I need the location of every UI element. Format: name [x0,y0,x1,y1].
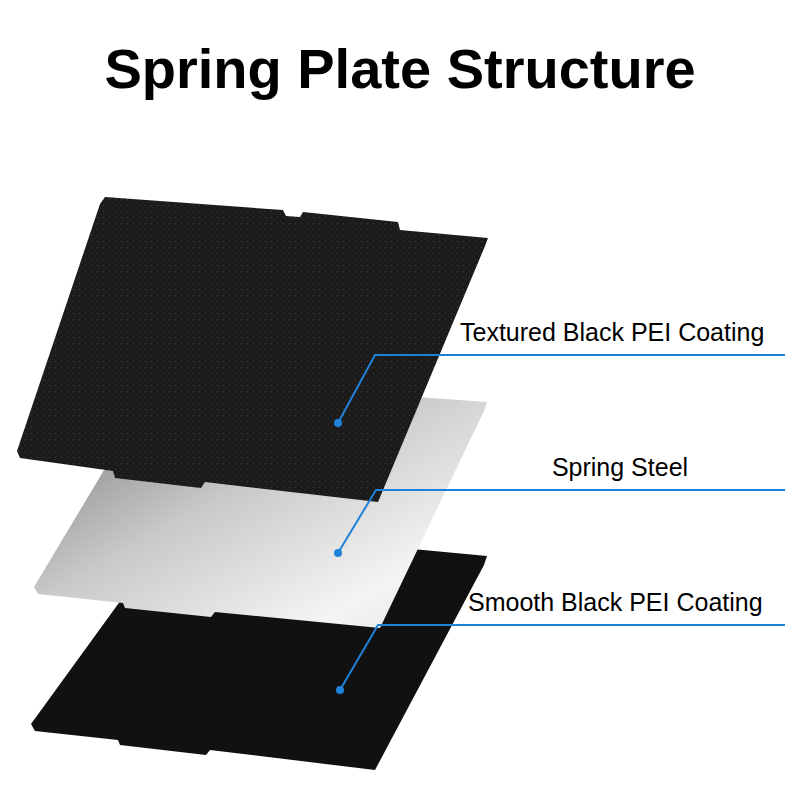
part-label: Textured Black PEI Coating [460,318,764,347]
part-label: Smooth Black PEI Coating [468,588,763,617]
part-label: Spring Steel [552,453,688,482]
leader-line [340,625,785,690]
leader-dots [334,419,344,694]
leader-line [338,490,785,553]
leader-dot [334,549,342,557]
leader-lines [338,355,785,690]
leader-dot [334,419,342,427]
leader-dot [336,686,344,694]
leader-line [338,355,785,423]
diagram-title: Spring Plate Structure [104,36,695,101]
textured-pei-plate [17,197,488,502]
